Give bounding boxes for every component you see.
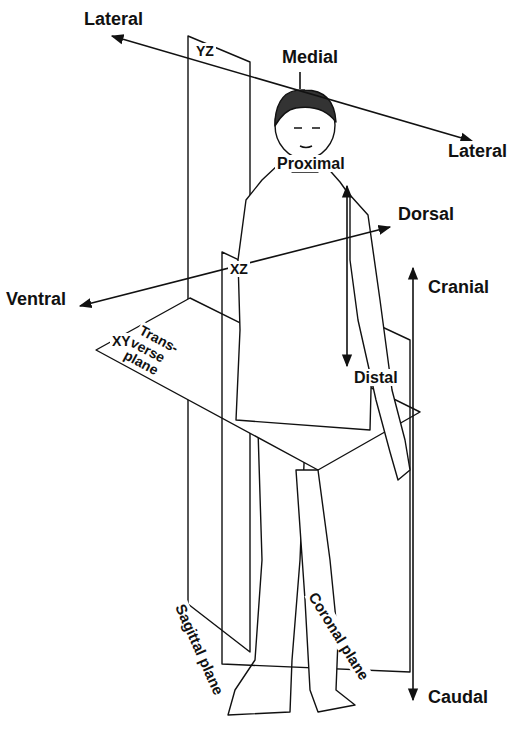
- right-leg: [296, 470, 355, 712]
- axis-label: Lateral: [446, 142, 509, 161]
- direction-label: Distal: [352, 370, 400, 387]
- plane-axes: XZ: [228, 262, 250, 277]
- medial-tick: [299, 72, 301, 89]
- proximal-distal-arrow: [346, 186, 348, 366]
- axis-label: Dorsal: [396, 205, 456, 224]
- lateral-axis: [112, 36, 472, 141]
- cranial-caudal-axis: [412, 268, 414, 700]
- direction-label: Proximal: [275, 156, 347, 173]
- face: [294, 128, 320, 148]
- axis-label: Lateral: [82, 10, 145, 29]
- axis-label: Cranial: [426, 278, 491, 297]
- dorsal-ventral-axis: [80, 227, 390, 306]
- hair: [275, 90, 336, 126]
- plane-axes: YZ: [194, 44, 216, 59]
- axis-label: Ventral: [4, 290, 68, 309]
- arm: [350, 195, 410, 480]
- axis-label: Caudal: [426, 688, 490, 707]
- axis-label: Medial: [280, 48, 340, 67]
- left-leg: [228, 430, 305, 715]
